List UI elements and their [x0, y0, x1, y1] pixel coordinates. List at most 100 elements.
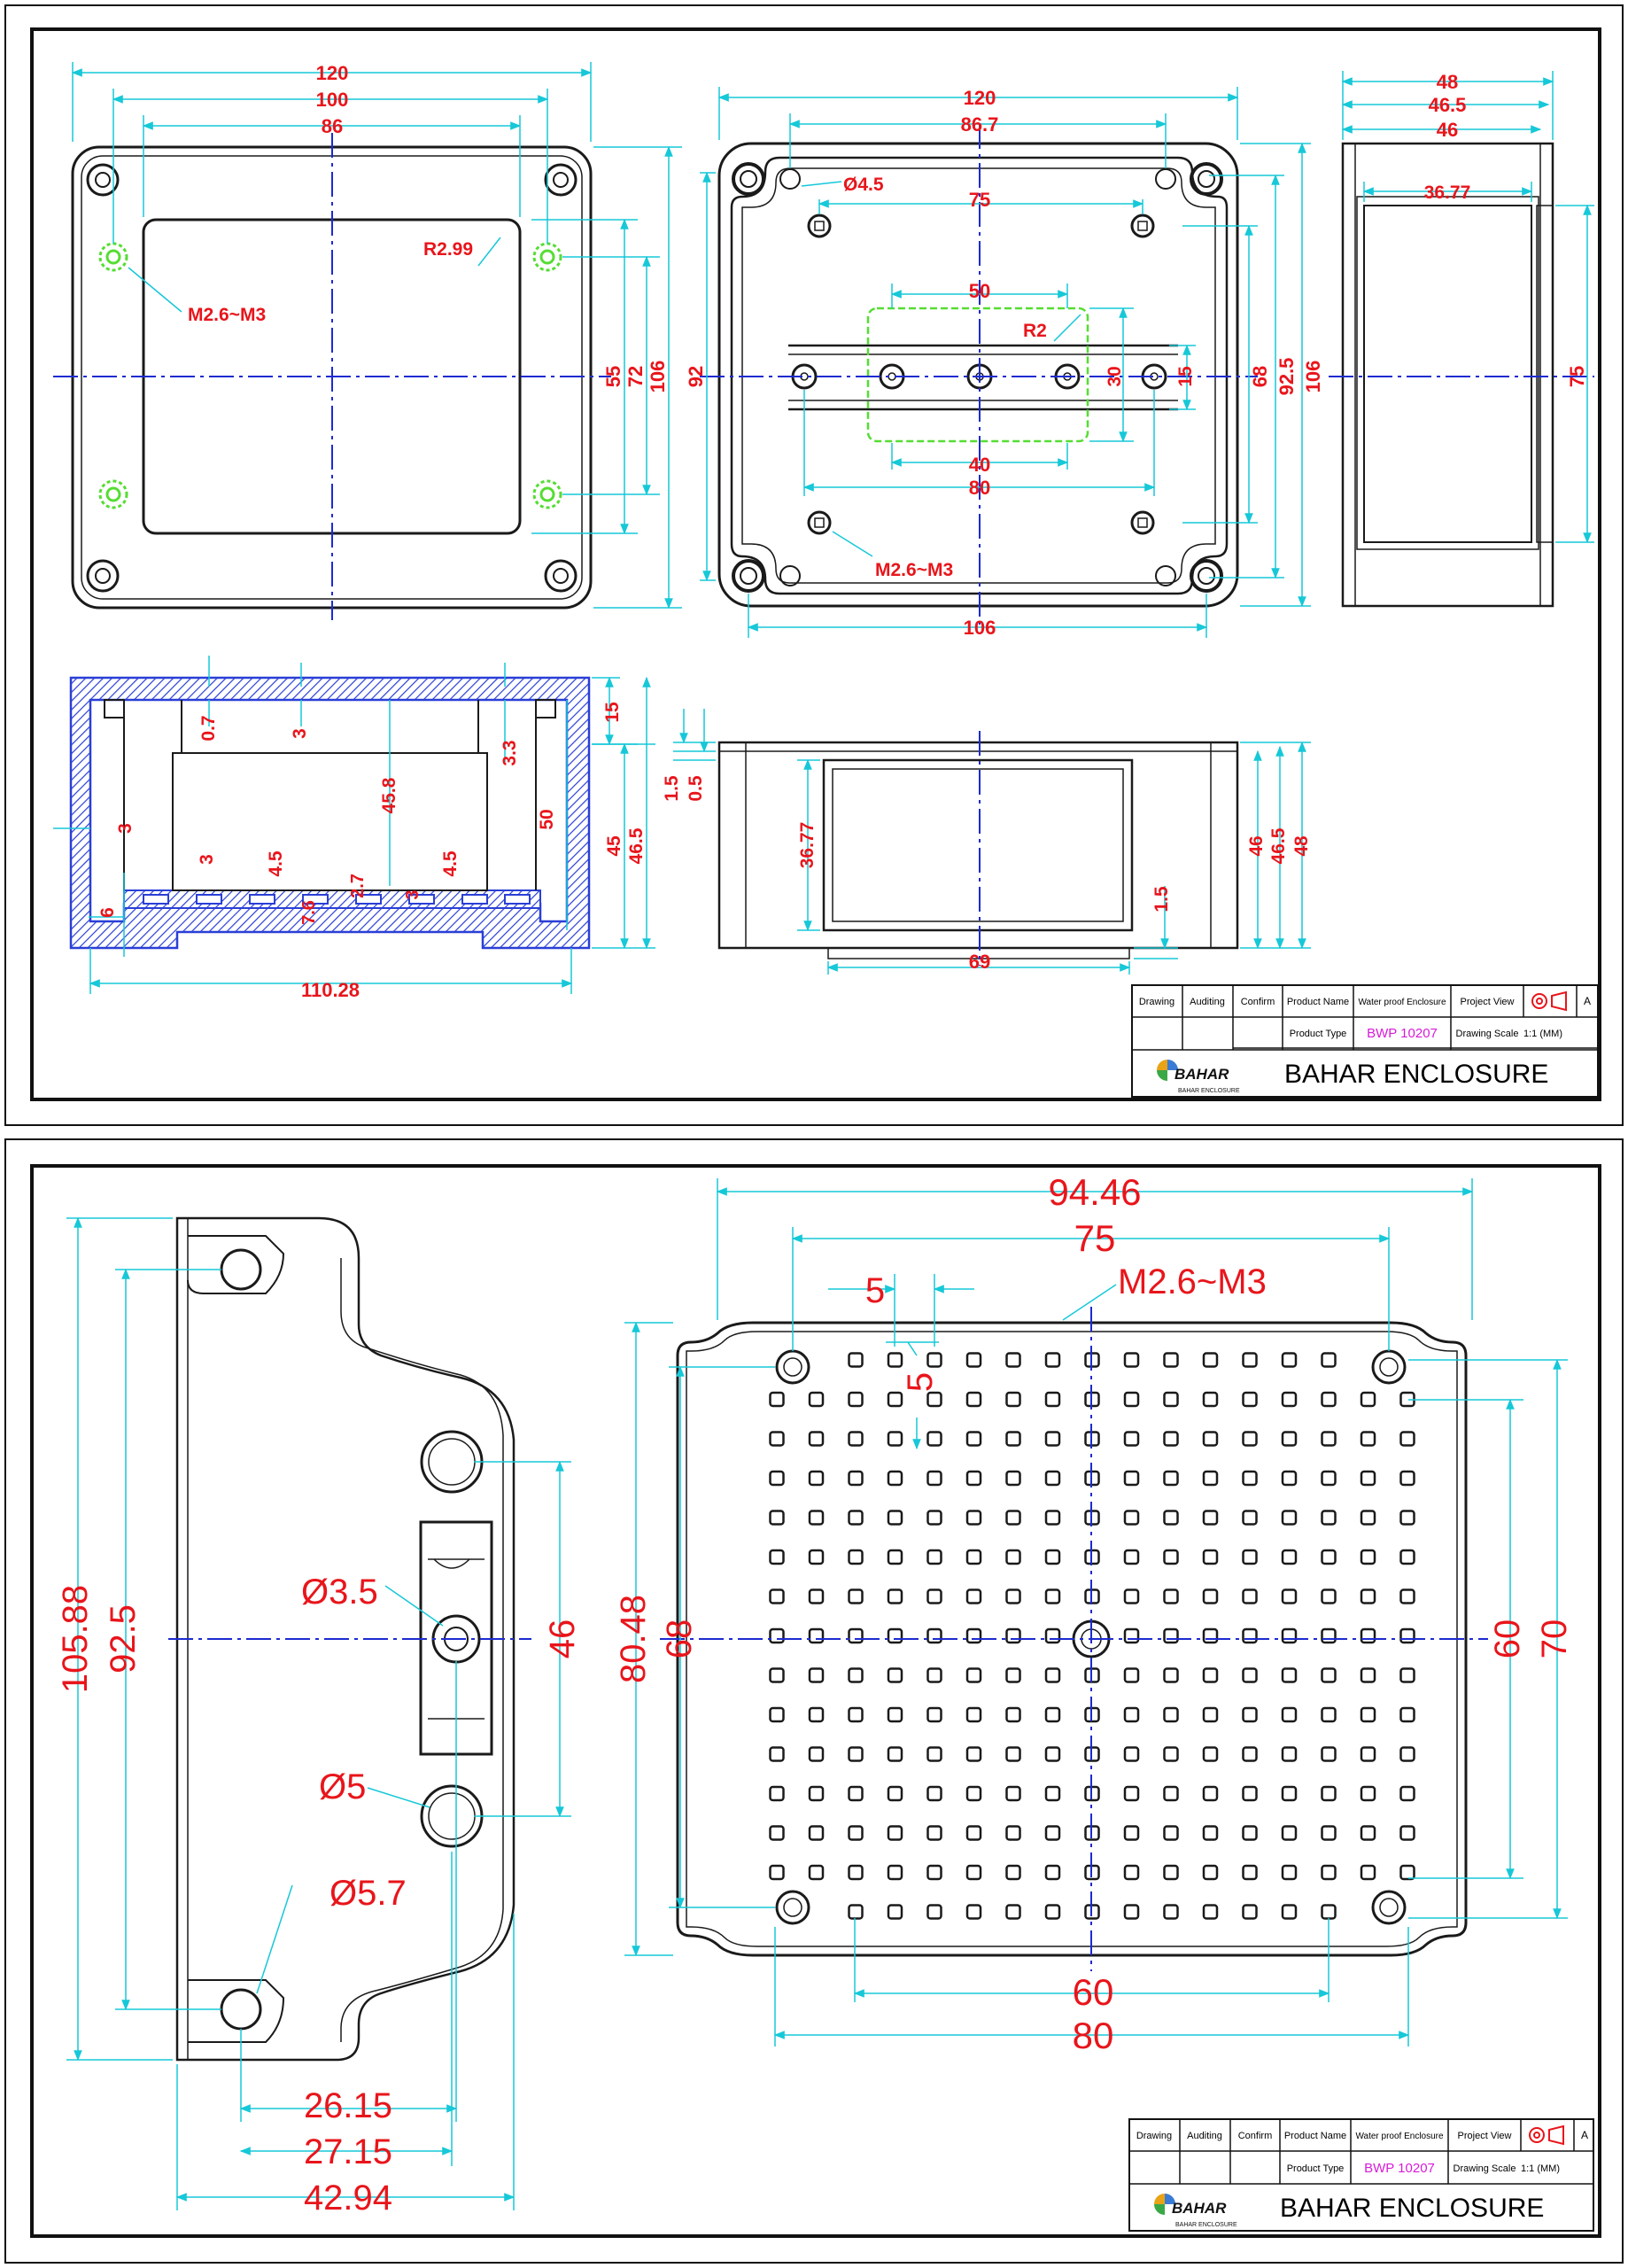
- perforation-hole: [887, 1667, 903, 1683]
- perforation-hole: [1399, 1746, 1415, 1762]
- perforation-hole: [1281, 1746, 1298, 1762]
- perforation-hole: [1044, 1352, 1061, 1368]
- logo-subtext: BAHAR ENCLOSURE: [1178, 1088, 1240, 1094]
- label-project-view-2: Project View: [1458, 2131, 1512, 2141]
- perforation-hole: [1202, 1825, 1219, 1841]
- perforation-hole: [1123, 1864, 1140, 1881]
- perforation-hole: [926, 1352, 942, 1368]
- perforation-hole: [965, 1391, 982, 1408]
- perforation-hole: [848, 1667, 864, 1683]
- perforation-hole: [848, 1706, 864, 1723]
- logo-text-2: BAHAR: [1172, 2200, 1227, 2217]
- perforation-hole: [1123, 1588, 1140, 1604]
- dim-92-5-inside: 92.5: [1275, 358, 1298, 396]
- dim-46-5-side: 46.5: [1429, 94, 1467, 116]
- perforation-hole: [1281, 1825, 1298, 1841]
- dim-26-15: 26.15: [304, 2086, 392, 2125]
- perforation-hole: [769, 1470, 785, 1487]
- dim-50-inside: 50: [969, 280, 990, 302]
- company-logo-2: BAHAR BAHAR ENCLOSURE: [1154, 2194, 1237, 2228]
- perforation-hole: [965, 1588, 982, 1604]
- perforation-hole: [1399, 1706, 1415, 1723]
- dim-105-88: 105.88: [56, 1585, 95, 1693]
- dim-45-section: 45: [604, 835, 624, 857]
- perforation-hole: [1163, 1627, 1179, 1644]
- perforation-hole: [1005, 1785, 1021, 1802]
- dim-3-top: 3: [290, 728, 310, 739]
- dim-0-7: 0.7: [198, 715, 219, 741]
- label-auditing: Auditing: [1190, 997, 1225, 1007]
- dim-46-5-section: 46.5: [626, 827, 647, 864]
- dim-46-bracket: 46: [543, 1619, 582, 1659]
- perforation-hole: [1321, 1746, 1337, 1762]
- dim-hole-4-5: Ø4.5: [843, 175, 884, 195]
- perforation-hole: [1005, 1706, 1021, 1723]
- dim-48-end: 48: [1291, 835, 1312, 857]
- dim-94-46: 94.46: [1048, 1171, 1141, 1213]
- perforation-hole: [1005, 1431, 1021, 1447]
- company-name: BAHAR ENCLOSURE: [1284, 1060, 1548, 1089]
- dim-55: 55: [602, 366, 624, 387]
- perforation-hole: [769, 1864, 785, 1881]
- top-view: 120 100 86 R2.99 M2.6~M3 55 72 106: [53, 62, 682, 620]
- perforation-hole: [1281, 1352, 1298, 1368]
- perforation-hole: [1202, 1470, 1219, 1487]
- perforation-hole: [848, 1825, 864, 1841]
- dim-86-top: 86: [322, 115, 343, 137]
- logo-text: BAHAR: [1174, 1066, 1229, 1083]
- perforation-hole: [1281, 1864, 1298, 1881]
- perforation-hole: [887, 1470, 903, 1487]
- perforation-hole: [848, 1510, 864, 1526]
- sheet-2: 105.88 92.5 Ø3.5 46 Ø5 Ø5.7 26.15 27.15 …: [4, 1138, 1624, 2264]
- perforation-hole: [1281, 1706, 1298, 1723]
- dim-120-inside: 120: [964, 87, 996, 109]
- perforation-hole: [1202, 1706, 1219, 1723]
- title-block-1: Drawing Auditing Confirm Product Name Wa…: [1131, 984, 1599, 1098]
- label-product-type: Product Type: [1290, 1029, 1347, 1039]
- dim-4-5-left: 4.5: [266, 850, 286, 877]
- dim-thread-top: M2.6~M3: [188, 305, 266, 325]
- perforation-hole: [1360, 1785, 1376, 1802]
- perforation-hole: [1399, 1785, 1415, 1802]
- perforation-hole: [887, 1825, 903, 1841]
- perforation-hole: [1044, 1825, 1061, 1841]
- perforation-hole: [769, 1510, 785, 1526]
- dim-hole-5-7: Ø5.7: [329, 1874, 407, 1913]
- perforation-hole: [1321, 1510, 1337, 1526]
- perforation-hole: [769, 1549, 785, 1565]
- perforation-hole: [1044, 1667, 1061, 1683]
- perforation-hole: [1321, 1864, 1337, 1881]
- perforation-hole: [1242, 1391, 1258, 1408]
- perforation-hole: [1360, 1549, 1376, 1565]
- label-confirm-2: Confirm: [1238, 2131, 1273, 2141]
- perforation-hole: [1242, 1904, 1258, 1920]
- perforation-hole: [1399, 1825, 1415, 1841]
- perforation-hole: [1281, 1510, 1298, 1526]
- dim-thread-plate: M2.6~M3: [1118, 1262, 1267, 1301]
- perforation-hole: [1360, 1627, 1376, 1644]
- perforation-hole: [926, 1825, 942, 1841]
- perforation-hole: [1163, 1904, 1179, 1920]
- perforation-hole: [808, 1470, 825, 1487]
- perforation-hole: [1044, 1746, 1061, 1762]
- value-product-type-2: BWP 10207: [1364, 2161, 1435, 2176]
- perforation-hole: [1005, 1904, 1021, 1920]
- label-drawing-2: Drawing: [1136, 2131, 1172, 2141]
- hole-grid: [769, 1352, 1415, 1920]
- dim-50-section: 50: [537, 809, 557, 829]
- perforation-hole: [1005, 1746, 1021, 1762]
- perforation-hole: [1163, 1391, 1179, 1408]
- perforation-hole: [926, 1667, 942, 1683]
- perforation-hole: [1202, 1667, 1219, 1683]
- perforation-hole: [1399, 1431, 1415, 1447]
- perforation-hole: [1123, 1785, 1140, 1802]
- perforation-hole: [1281, 1667, 1298, 1683]
- perforation-hole: [1005, 1588, 1021, 1604]
- perforation-hole: [1321, 1431, 1337, 1447]
- perforation-hole: [1202, 1588, 1219, 1604]
- perforation-hole: [1321, 1785, 1337, 1802]
- value-product-type: BWP 10207: [1367, 1026, 1438, 1041]
- perforation-hole: [1202, 1352, 1219, 1368]
- perforation-hole: [1044, 1904, 1061, 1920]
